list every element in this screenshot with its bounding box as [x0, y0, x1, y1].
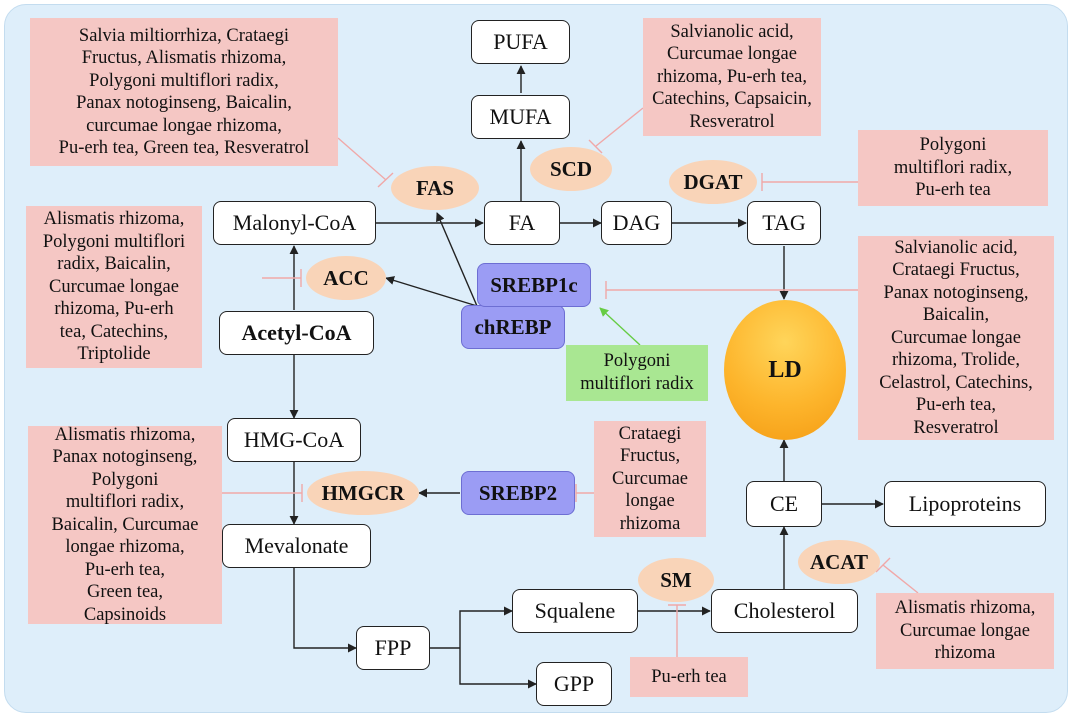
inhibition-acat: [882, 564, 919, 594]
node-mevalonate: Mevalonate: [222, 524, 371, 568]
enzyme-fas: FAS: [391, 166, 479, 210]
arrow-fpp-gpp: [459, 648, 537, 689]
tf-srebp2: SREBP2: [461, 471, 575, 515]
node-lipoproteins: Lipoproteins: [884, 481, 1046, 527]
activation-srebp1c: [599, 307, 641, 346]
enzyme-acat: ACAT: [798, 540, 880, 584]
node-ce: CE: [746, 481, 822, 527]
node-squalene: Squalene: [512, 589, 638, 633]
inhibitor-box-srebp1c: Salvianolic acid, Crataegi Fructus, Pana…: [858, 236, 1054, 440]
node-lipid-droplet: LD: [724, 300, 846, 440]
node-pufa: PUFA: [471, 20, 570, 64]
inhibition-fas: [337, 137, 387, 181]
inhibition-scd-bar: [588, 139, 603, 154]
enzyme-sm: SM: [638, 558, 714, 602]
node-tag: TAG: [747, 201, 821, 245]
inhibitor-box-acat: Alismatis rhizoma, Curcumae longae rhizo…: [876, 593, 1054, 669]
node-mufa: MUFA: [471, 95, 570, 139]
inhibitor-box-scd: Salvianolic acid, Curcumae longae rhizom…: [643, 18, 821, 136]
inhibitor-box-dgat: Polygoni multiflori radix, Pu-erh tea: [858, 130, 1048, 206]
inhibition-fas-bar: [377, 172, 394, 188]
inhibition-acat-bar: [875, 557, 891, 573]
arrow-mevalonate-fpp: [293, 568, 357, 653]
inhibitor-box-sm: Pu-erh tea: [630, 657, 748, 697]
inhibitor-box-srebp2: Crataegi Fructus, Curcumae longae rhizom…: [594, 421, 706, 537]
inhibitor-box-acc: Alismatis rhizoma, Polygoni multiflori r…: [26, 206, 202, 368]
node-hmg-coa: HMG-CoA: [227, 418, 361, 462]
arrow-fpp-squalene: [459, 606, 513, 648]
enzyme-dgat: DGAT: [669, 160, 757, 204]
node-dag: DAG: [601, 201, 672, 245]
enzyme-hmgcr: HMGCR: [307, 471, 419, 515]
node-malonyl-coa: Malonyl-CoA: [213, 201, 376, 245]
activator-box-srebp1c: Polygoni multiflori radix: [566, 345, 708, 401]
node-cholesterol: Cholesterol: [711, 589, 858, 633]
enzyme-scd: SCD: [530, 147, 612, 191]
node-acetyl-coa: Acetyl-CoA: [219, 311, 374, 355]
node-fa: FA: [484, 201, 560, 245]
inhibitor-box-hmgcr: Alismatis rhizoma, Panax notoginseng, Po…: [28, 425, 222, 625]
inhibition-scd: [595, 107, 644, 147]
arrow-srebp1c-acc: [385, 276, 478, 307]
node-gpp: GPP: [536, 662, 612, 706]
arrow-srebp1c-fas: [436, 212, 478, 307]
inhibitor-box-fas: Salvia miltiorrhiza, Crataegi Fructus, A…: [30, 18, 338, 166]
tf-chrebp: chREBP: [461, 305, 565, 349]
tf-srebp1c: SREBP1c: [477, 263, 591, 307]
node-fpp: FPP: [356, 626, 430, 670]
enzyme-acc: ACC: [306, 256, 386, 300]
